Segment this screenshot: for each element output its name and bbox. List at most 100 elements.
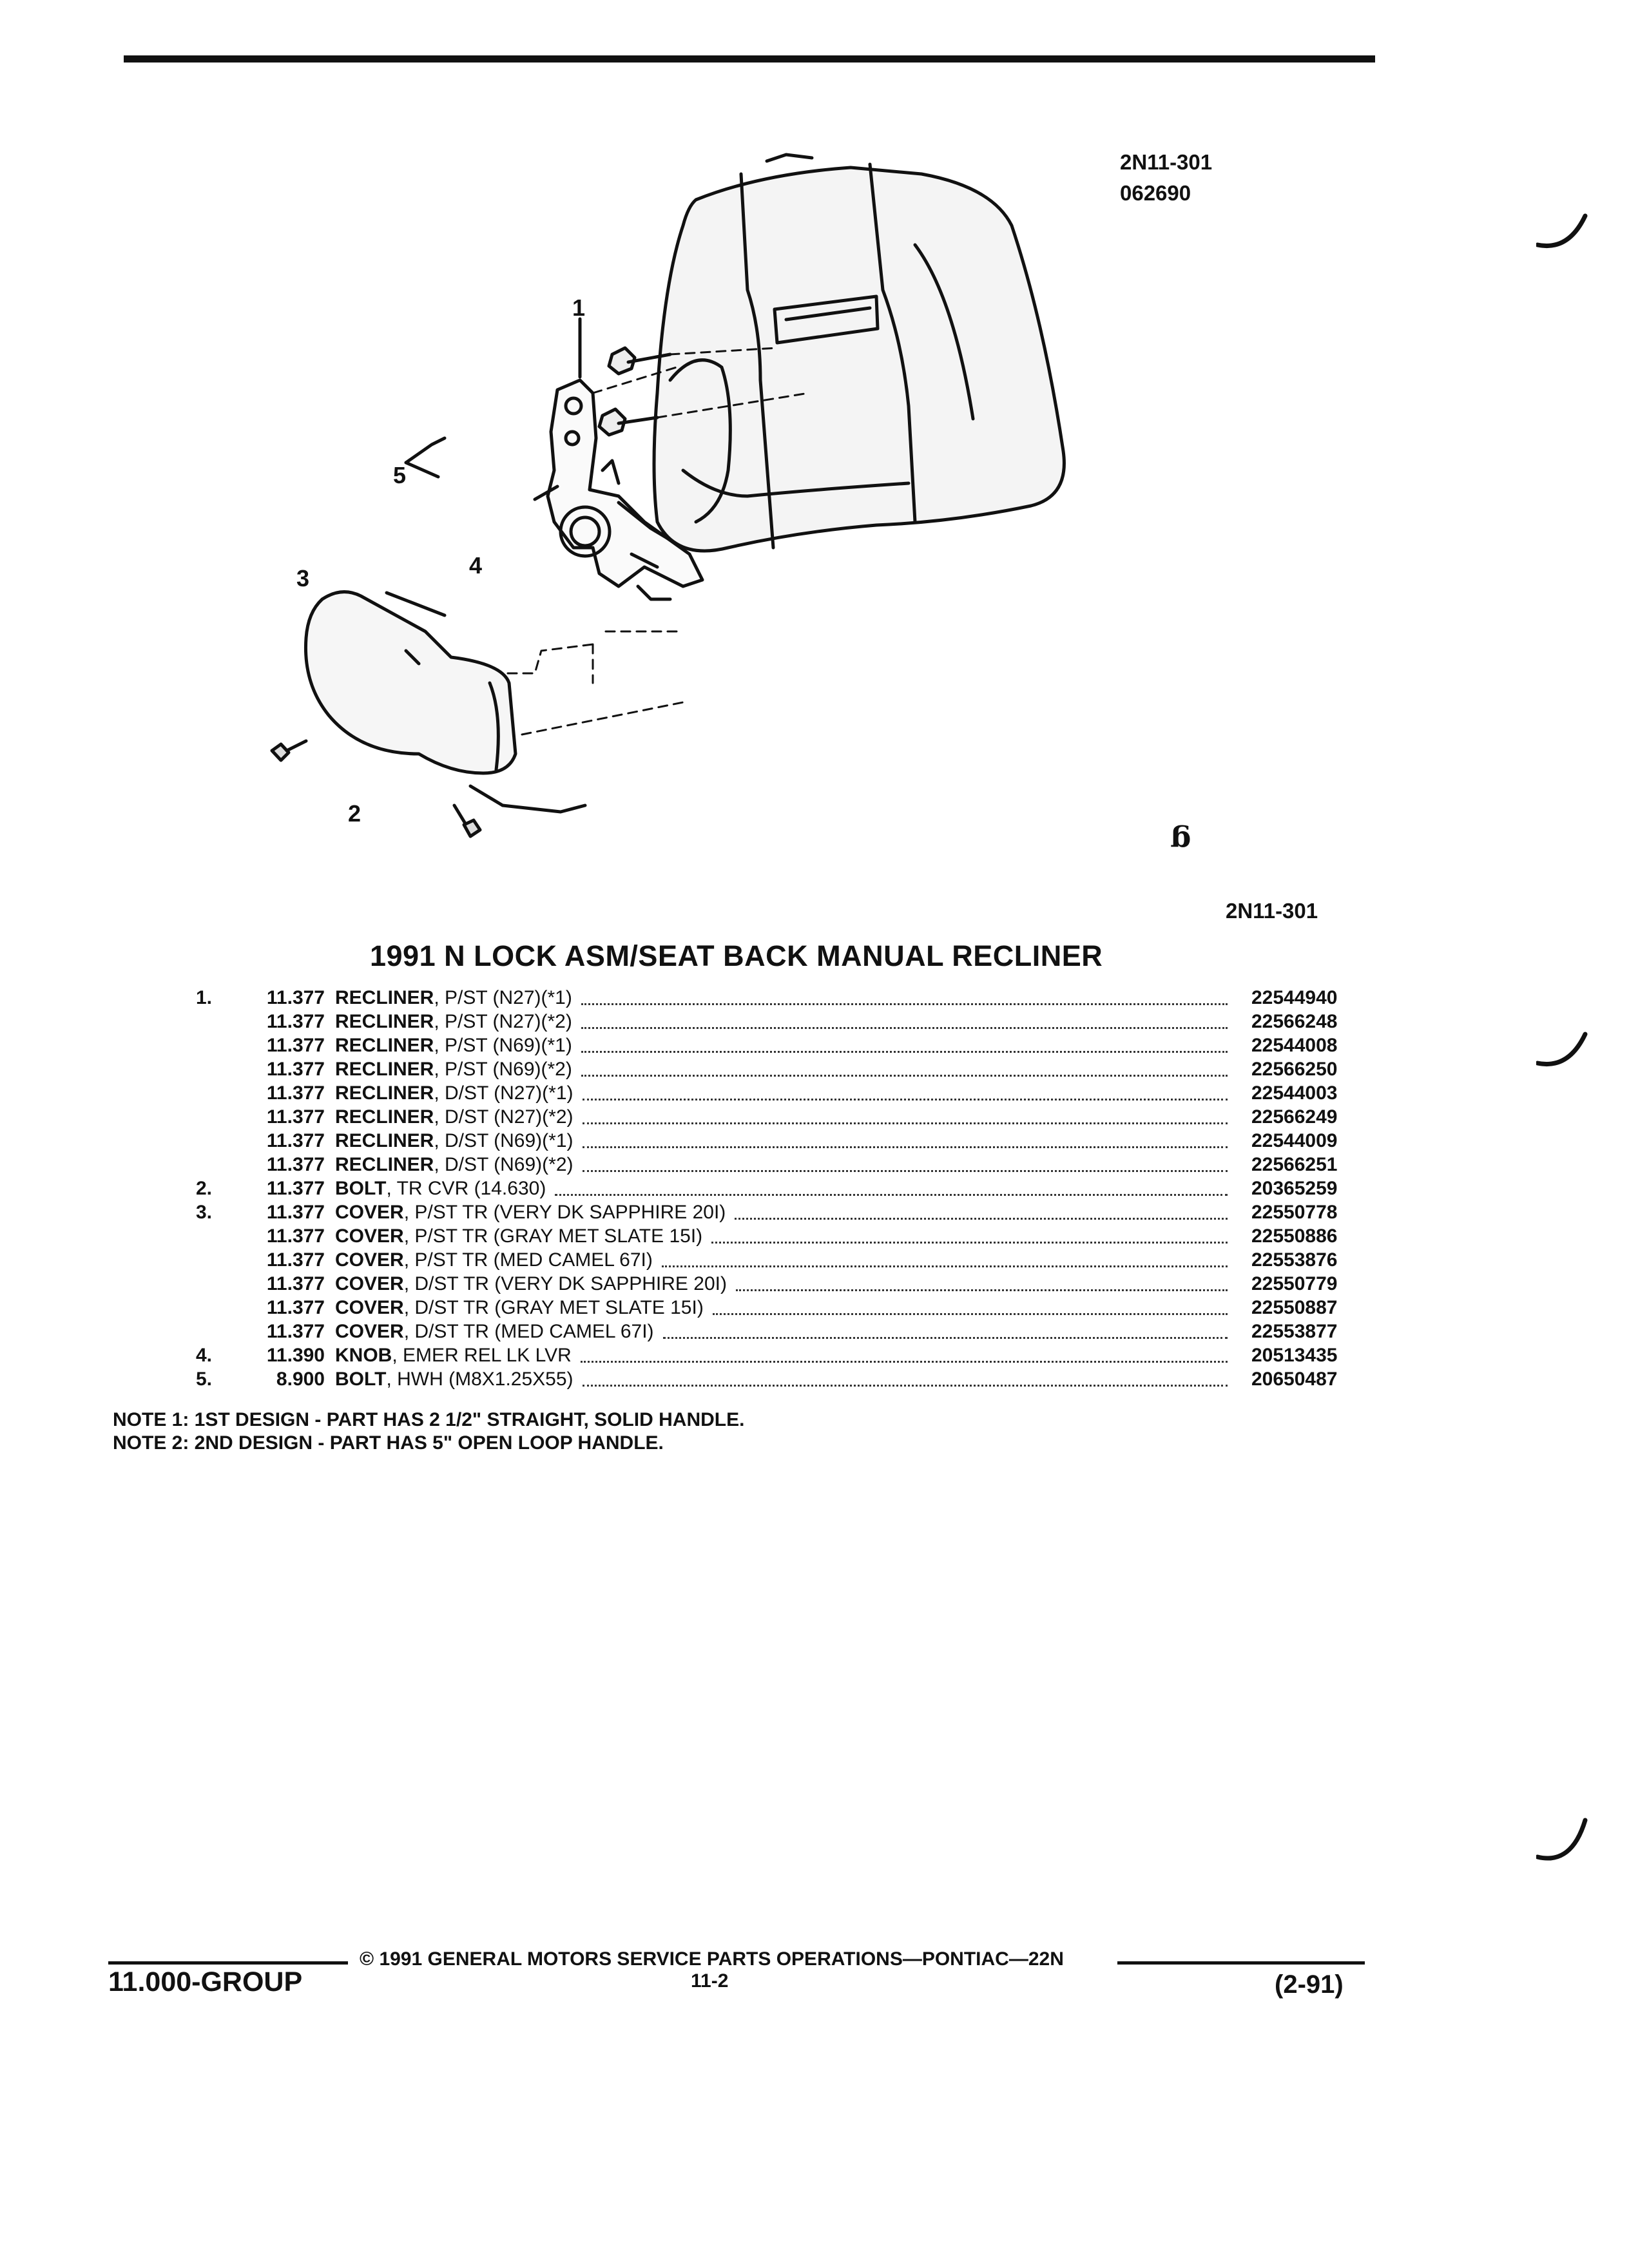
part-description: , D/ST (N27)(*1)	[434, 1082, 574, 1104]
screw-left	[270, 739, 308, 762]
part-name-text: COVER	[335, 1202, 404, 1223]
part-number: 22544008	[1251, 1035, 1338, 1056]
illustration-code-lower: 2N11-301	[1226, 899, 1318, 923]
part-row: 4. 11.390 KNOB, EMER REL LK LVR 20513435	[0, 1343, 1629, 1367]
footer-rule-right	[1117, 1961, 1365, 1965]
part-name-text: BOLT	[335, 1369, 387, 1390]
part-name-text: RECLINER	[335, 1082, 434, 1104]
part-number: 22550886	[1251, 1225, 1338, 1247]
part-name: BOLT, HWH (M8X1.25X55)	[335, 1367, 574, 1391]
dot-leader	[662, 1265, 1228, 1267]
note-2: NOTE 2: 2ND DESIGN - PART HAS 5" OPEN LO…	[113, 1432, 664, 1454]
dot-leader	[581, 1003, 1228, 1005]
part-item-number: 4.	[196, 1345, 213, 1366]
callout-4: 4	[469, 552, 482, 579]
part-group-number: 11.390	[266, 1345, 325, 1366]
dot-leader	[583, 1385, 1228, 1387]
part-name: COVER, D/ST TR (GRAY MET SLATE 15I)	[335, 1296, 704, 1320]
callout-3: 3	[296, 565, 309, 591]
dot-leader	[711, 1242, 1228, 1244]
part-description: , EMER REL LK LVR	[392, 1345, 572, 1366]
illustration-header: 2N11-301 062690	[1120, 147, 1212, 209]
part-group-number: 8.900	[276, 1369, 325, 1390]
part-name: RECLINER, P/ST (N27)(*2)	[335, 1010, 572, 1033]
dot-leader	[735, 1218, 1228, 1220]
part-number: 20365259	[1251, 1178, 1338, 1199]
part-number: 22550778	[1251, 1202, 1338, 1223]
part-group-number: 11.377	[266, 1178, 325, 1199]
dot-leader	[713, 1313, 1228, 1315]
callout-5: 5	[393, 462, 406, 488]
footer-rule-left	[108, 1961, 348, 1965]
dot-leader	[583, 1099, 1228, 1100]
part-number: 22566248	[1251, 1011, 1338, 1032]
part-number: 22553877	[1251, 1321, 1338, 1342]
part-group-number: 11.377	[266, 1202, 325, 1223]
part-row: 11.377 COVER, D/ST TR (GRAY MET SLATE 15I…	[0, 1296, 1629, 1320]
binder-mark-3	[1536, 1818, 1588, 1861]
part-item-number: 2.	[196, 1178, 213, 1199]
part-description: , P/ST TR (VERY DK SAPPHIRE 20I)	[403, 1202, 726, 1223]
part-name: RECLINER, D/ST (N27)(*2)	[335, 1105, 574, 1129]
part-name: COVER, P/ST TR (VERY DK SAPPHIRE 20I)	[335, 1200, 726, 1224]
part-name-text: RECLINER	[335, 1059, 434, 1080]
binder-mark-1	[1536, 213, 1588, 248]
part-group-number: 11.377	[266, 1297, 325, 1318]
gm-mark: ᵷ	[1171, 813, 1191, 848]
dot-leader	[736, 1289, 1228, 1291]
dot-leader	[583, 1170, 1228, 1172]
part-group-number: 11.377	[266, 1154, 325, 1175]
part-description: , P/ST (N69)(*2)	[434, 1059, 572, 1080]
part-name-text: RECLINER	[335, 987, 434, 1008]
part-name-text: COVER	[335, 1297, 404, 1318]
part-description: , P/ST (N69)(*1)	[434, 1035, 572, 1056]
part-name: KNOB, EMER REL LK LVR	[335, 1343, 572, 1367]
part-group-number: 11.377	[266, 1011, 325, 1032]
dot-leader	[583, 1122, 1228, 1124]
part-number: 22566250	[1251, 1059, 1338, 1080]
part-item-number: 1.	[196, 987, 213, 1008]
part-name-text: RECLINER	[335, 1130, 434, 1151]
seat-back-shell	[652, 153, 1066, 553]
part-item-number: 5.	[196, 1369, 213, 1390]
screw-right	[452, 803, 482, 838]
part-name: COVER, P/ST TR (MED CAMEL 67I)	[335, 1248, 653, 1272]
dot-leader	[581, 1075, 1228, 1077]
dot-leader	[663, 1337, 1228, 1339]
part-description: , P/ST TR (GRAY MET SLATE 15I)	[403, 1225, 703, 1247]
part-name-text: COVER	[335, 1249, 404, 1271]
footer-copyright: © 1991 GENERAL MOTORS SERVICE PARTS OPER…	[360, 1948, 1064, 1970]
part-description: , D/ST (N69)(*1)	[434, 1130, 574, 1151]
trim-cover	[304, 590, 517, 775]
dot-leader	[555, 1194, 1228, 1196]
part-name-text: COVER	[335, 1225, 404, 1247]
part-name: COVER, P/ST TR (GRAY MET SLATE 15I)	[335, 1224, 702, 1248]
part-description: , P/ST (N27)(*2)	[434, 1011, 572, 1032]
part-row: 11.377 RECLINER, P/ST (N27)(*2) 22566248	[0, 1010, 1629, 1033]
part-description: , P/ST TR (MED CAMEL 67I)	[403, 1249, 653, 1271]
part-group-number: 11.377	[266, 987, 325, 1008]
part-name-text: KNOB	[335, 1345, 392, 1366]
top-rule	[124, 55, 1375, 62]
part-number: 22544009	[1251, 1130, 1338, 1151]
part-name-text: RECLINER	[335, 1154, 434, 1175]
part-number: 22544003	[1251, 1082, 1338, 1104]
part-description: , D/ST TR (VERY DK SAPPHIRE 20I)	[403, 1273, 727, 1294]
bolt-upper	[607, 346, 672, 376]
part-name-text: RECLINER	[335, 1035, 434, 1056]
part-number: 22550887	[1251, 1297, 1338, 1318]
recliner-exploded-diagram: 1 2 3 4 5	[270, 153, 1066, 838]
part-name: COVER, D/ST TR (VERY DK SAPPHIRE 20I)	[335, 1272, 727, 1296]
part-name: RECLINER, P/ST (N69)(*1)	[335, 1033, 572, 1057]
part-number: 20513435	[1251, 1345, 1338, 1366]
part-group-number: 11.377	[266, 1321, 325, 1342]
